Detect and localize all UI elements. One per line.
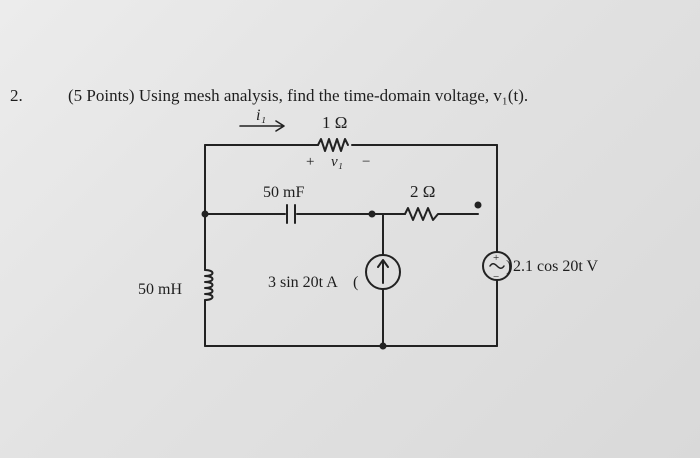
r2-label: 2 Ω	[410, 182, 435, 201]
v1-label: v₁	[331, 154, 343, 170]
voltage-source-plus: +	[493, 252, 499, 264]
resistor-1ohm	[317, 138, 349, 152]
node-dot-middle	[368, 210, 376, 218]
question-number: 2.	[10, 86, 23, 105]
voltage-source-minus: −	[493, 271, 499, 283]
node-dot-left	[201, 210, 209, 218]
capacitor-50mF	[286, 204, 296, 224]
inductor-50mH	[204, 269, 214, 301]
current-source	[365, 254, 401, 290]
current-source-label: 3 sin 20t A	[268, 274, 338, 291]
capacitor-label: 50 mF	[263, 184, 304, 201]
inductor-label: 50 mH	[138, 281, 182, 298]
node-dot-right	[474, 201, 482, 209]
node-dot-bottom	[379, 342, 387, 350]
current-arrow	[239, 120, 285, 132]
r1-label: 1 Ω	[322, 113, 347, 132]
current-source-paren: (	[353, 274, 358, 291]
voltage-source	[482, 251, 512, 281]
resistor-2ohm	[404, 207, 442, 221]
current-source-arrow	[377, 259, 389, 284]
voltage-source-paren: )	[506, 258, 511, 275]
v1-minus: −	[362, 154, 370, 170]
voltage-source-tilde	[489, 263, 505, 269]
current-label-i1: i₁	[256, 107, 266, 124]
question-text: (5 Points) Using mesh analysis, find the…	[68, 86, 529, 105]
v1-plus: +	[306, 154, 314, 170]
voltage-source-label: 2.1 cos 20t V	[513, 258, 598, 275]
